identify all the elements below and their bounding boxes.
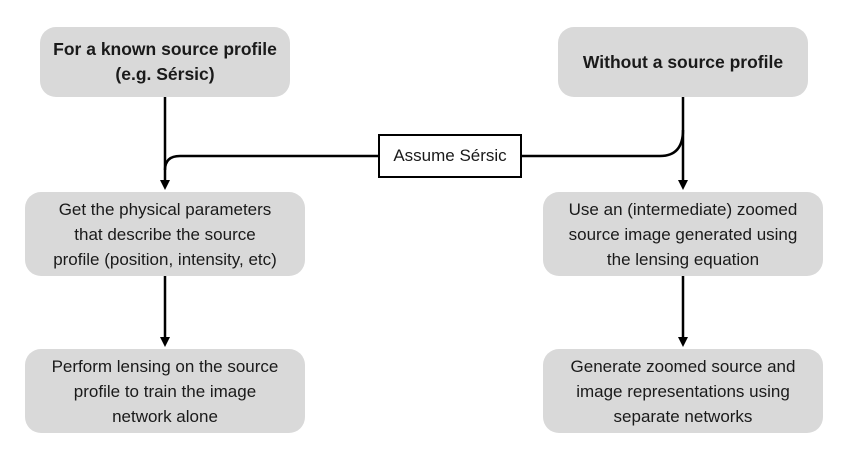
node-perform-lensing: Perform lensing on the source profile to…	[25, 349, 305, 433]
node-generate-zoomed: Generate zoomed source and image represe…	[543, 349, 823, 433]
node-physical-parameters: Get the physical parameters that describ…	[25, 192, 305, 276]
assume-sersic-label: Assume Sérsic	[378, 134, 522, 178]
node-without-source-profile: Without a source profile	[558, 27, 808, 97]
node-known-source-profile: For a known source profile (e.g. Sérsic)	[40, 27, 290, 97]
node-zoomed-source-image: Use an (intermediate) zoomed source imag…	[543, 192, 823, 276]
